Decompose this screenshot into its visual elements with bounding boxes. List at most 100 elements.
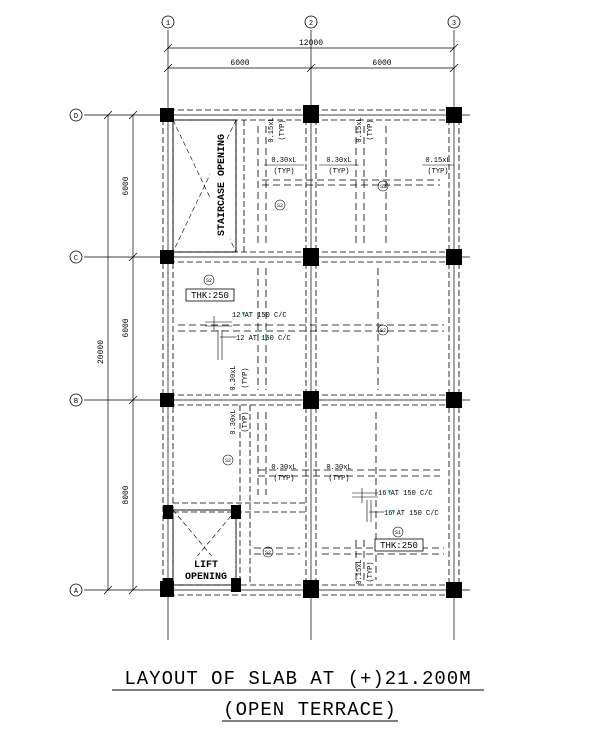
- bar-label-4: 16 AT 150 C/C: [384, 510, 439, 518]
- bar-marks: [242, 312, 395, 515]
- grid-bubble-3: 3: [447, 15, 461, 29]
- slab-mark-s2-b: S2: [377, 180, 389, 192]
- grid-bubble-D: D: [69, 108, 83, 122]
- dim-bay-1-2: 6000: [230, 59, 249, 68]
- svg-text:0.15xL: 0.15xL: [425, 157, 450, 165]
- column-lift-ne: [231, 505, 241, 519]
- lift-opening: LIFT OPENING: [172, 509, 237, 586]
- bar-callout-3: [352, 488, 378, 503]
- grid-bubble-C: C: [69, 250, 83, 264]
- svg-text:(TYP): (TYP): [273, 168, 294, 176]
- annotation-030-top-a: 0.30xL (TYP): [264, 157, 304, 176]
- column-D3: [446, 107, 462, 123]
- dim-bay-B-A: 8000: [122, 485, 131, 504]
- svg-text:(TYP): (TYP): [242, 367, 250, 388]
- grid-lines: [84, 30, 470, 640]
- svg-text:B: B: [74, 398, 78, 406]
- svg-text:S2: S2: [380, 328, 386, 334]
- svg-text:(TYP): (TYP): [242, 411, 250, 432]
- slab-mark-s2-a: S2: [274, 199, 286, 211]
- svg-text:(TYP): (TYP): [328, 475, 349, 483]
- columns: [160, 105, 462, 598]
- svg-text:1: 1: [166, 20, 170, 28]
- dim-bay-2-3: 6000: [372, 59, 391, 68]
- dim-bay-D-C: 6000: [122, 176, 131, 195]
- svg-text:THK:250: THK:250: [191, 291, 229, 301]
- column-lift-sw: [163, 578, 173, 592]
- slab-mark-s2-d: S2: [377, 324, 389, 336]
- column-A3: [446, 582, 462, 598]
- grid-bubble-B: B: [69, 393, 83, 407]
- column-B2: [303, 391, 319, 409]
- bar-label-2: 12 AT 150 C/C: [236, 335, 291, 343]
- svg-text:(TYP): (TYP): [273, 475, 294, 483]
- grid-bubble-1: 1: [161, 15, 175, 29]
- title-line1: LAYOUT OF SLAB AT (+)21.200M: [124, 668, 471, 690]
- svg-text:0.15xL: 0.15xL: [356, 117, 364, 142]
- bar-callout-1: [205, 316, 232, 330]
- svg-text:S2: S2: [380, 184, 386, 190]
- svg-text:0.30xL: 0.30xL: [271, 157, 296, 165]
- column-B1: [160, 393, 174, 407]
- staircase-label: STAIRCASE OPENING: [217, 134, 228, 236]
- svg-text:D: D: [74, 113, 78, 121]
- drawing-title: LAYOUT OF SLAB AT (+)21.200M (OPEN TERRA…: [112, 668, 484, 722]
- annotation-030-low-b: 0.30xL (TYP): [326, 464, 351, 483]
- bar-callout-4: [366, 500, 384, 522]
- left-dimension-lines: [103, 110, 138, 595]
- svg-text:(TYP): (TYP): [279, 119, 287, 140]
- annotation-030-mid-a: 0.30xL (TYP): [230, 365, 250, 390]
- grid-bubble-A: A: [69, 583, 83, 597]
- svg-text:0.30xL: 0.30xL: [326, 157, 351, 165]
- column-lift-nw: [163, 505, 173, 519]
- column-lift-se: [231, 578, 241, 592]
- svg-text:(TYP): (TYP): [367, 561, 375, 582]
- annotation-015-top-a: 0.15xL (TYP): [268, 117, 287, 142]
- svg-text:3: 3: [452, 20, 456, 28]
- bar-callout-2: [217, 330, 236, 360]
- lift-label-line1: LIFT: [194, 560, 218, 571]
- annotation-030-top-b: 0.30xL (TYP): [319, 157, 359, 176]
- svg-text:S2: S2: [265, 550, 271, 556]
- bar-label-1: 12 AT 150 C/C: [232, 312, 287, 320]
- bar-label-3: 16 AT 150 C/C: [378, 490, 433, 498]
- svg-text:0.30xL: 0.30xL: [326, 464, 351, 472]
- annotation-015-low: 0.15xL (TYP): [356, 559, 375, 584]
- column-D2: [303, 105, 319, 123]
- annotation-015-top-b: 0.15xL (TYP): [356, 117, 375, 142]
- slab-mark-s2-f: S2: [262, 546, 274, 558]
- dim-overall-depth: 20000: [97, 340, 106, 364]
- svg-text:0.30xL: 0.30xL: [271, 464, 296, 472]
- slab-mark-s2-e: S2: [222, 454, 234, 466]
- svg-text:A: A: [74, 588, 79, 596]
- svg-text:0.15xL: 0.15xL: [356, 559, 364, 584]
- column-C1: [160, 250, 174, 264]
- svg-text:S2: S2: [206, 278, 212, 284]
- column-C2: [303, 248, 319, 266]
- dim-bay-C-B: 6000: [122, 318, 131, 337]
- svg-text:2: 2: [309, 20, 313, 28]
- svg-text:0.30xL: 0.30xL: [230, 409, 238, 434]
- staircase-opening: STAIRCASE OPENING: [172, 119, 237, 253]
- top-dimension-lines: [163, 43, 459, 73]
- annotation-015-top-c: 0.15xL (TYP): [422, 157, 454, 176]
- column-A2: [303, 580, 319, 598]
- svg-text:C: C: [74, 255, 78, 263]
- svg-text:THK:250: THK:250: [380, 541, 418, 551]
- lift-label-line2: OPENING: [185, 572, 227, 583]
- annotation-030-low-a: 0.30xL (TYP): [271, 464, 296, 483]
- svg-text:(TYP): (TYP): [427, 168, 448, 176]
- thickness-box-2: THK:250: [374, 538, 424, 552]
- svg-text:(TYP): (TYP): [328, 168, 349, 176]
- svg-text:0.30xL: 0.30xL: [230, 365, 238, 390]
- slab-mark-s2-c: S2: [203, 274, 215, 286]
- svg-text:(TYP): (TYP): [367, 119, 375, 140]
- svg-text:S1: S1: [395, 530, 401, 536]
- annotation-030-mid-b: 0.30xL (TYP): [230, 409, 250, 434]
- column-B3: [446, 392, 462, 408]
- thickness-box-1: THK:250: [185, 288, 235, 302]
- slab-mark-s1: S1: [392, 526, 404, 538]
- column-D1: [160, 108, 174, 122]
- column-C3: [446, 249, 462, 265]
